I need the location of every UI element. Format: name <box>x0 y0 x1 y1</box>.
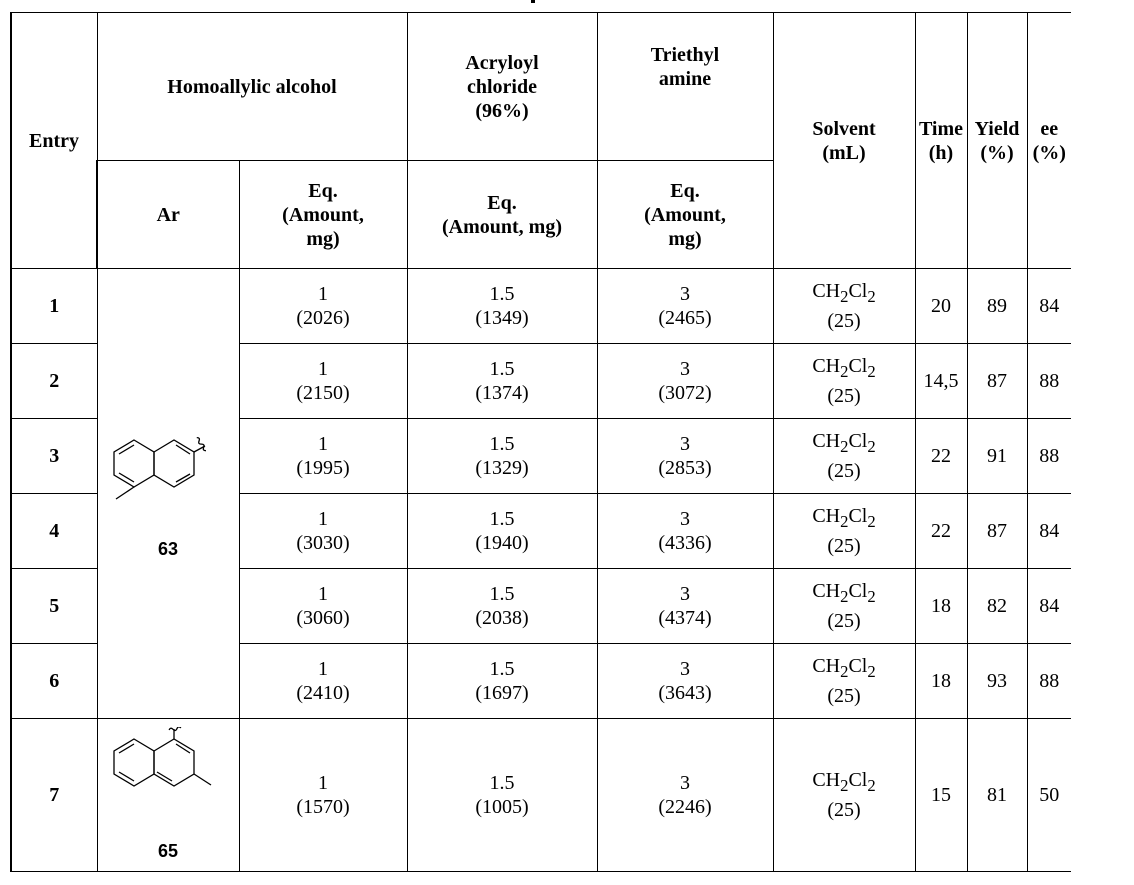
acryloyl-eq-cell: 1.5(1329) <box>406 418 598 494</box>
triethylamine-eq-cell: 3(4336) <box>596 493 774 569</box>
acryloyl-eq-cell: 1.5(2038) <box>406 568 598 644</box>
triethylamine-eq-cell: 3(2465) <box>596 268 774 344</box>
ee-cell: 84 <box>1026 493 1071 569</box>
yield-cell: 87 <box>966 493 1028 569</box>
header-ar: Ar <box>96 160 240 269</box>
entry-cell: 3 <box>10 418 98 494</box>
yield-cell: 81 <box>966 718 1028 872</box>
header-alcohol-eq: Eq.(Amount,mg) <box>238 160 408 269</box>
alcohol-eq-cell: 1(2026) <box>238 268 408 344</box>
ar-cell-65: 65 <box>96 718 240 872</box>
triethylamine-eq-cell: 3(4374) <box>596 568 774 644</box>
acryloyl-eq-cell: 1.5(1697) <box>406 643 598 719</box>
alcohol-eq-cell: 1(1570) <box>238 718 408 872</box>
solvent-cell: CH2Cl2(25) <box>772 493 916 569</box>
acryloyl-eq-cell: 1.5(1349) <box>406 268 598 344</box>
naphthyl-methyl-structure-icon <box>113 436 206 500</box>
solvent-cell: CH2Cl2(25) <box>772 718 916 872</box>
ee-cell: 88 <box>1026 343 1071 419</box>
alcohol-eq-cell: 1(3030) <box>238 493 408 569</box>
triethylamine-eq-cell: 3(3072) <box>596 343 774 419</box>
header-homoallylic-alcohol: Homoallylic alcohol <box>96 12 408 161</box>
compound-label: 63 <box>157 538 179 559</box>
header-acryloyl-eq: Eq.(Amount, mg) <box>406 160 598 269</box>
entry-cell: 4 <box>10 493 98 569</box>
yield-cell: 87 <box>966 343 1028 419</box>
solvent-cell: CH2Cl2(25) <box>772 643 916 719</box>
header-yield: Yield(%) <box>966 12 1028 269</box>
solvent-cell: CH2Cl2(25) <box>772 418 916 494</box>
yield-cell: 93 <box>966 643 1028 719</box>
solvent-cell: CH2Cl2(25) <box>772 568 916 644</box>
table-row: 3 1(1995) 1.5(1329) 3(2853) CH2Cl2(25) 2… <box>10 418 1071 494</box>
ee-cell: 50 <box>1026 718 1071 872</box>
table-row: 7 65 1(1570) <box>10 718 1071 872</box>
alcohol-eq-cell: 1(1995) <box>238 418 408 494</box>
time-cell: 15 <box>914 718 968 872</box>
time-cell: 14,5 <box>914 343 968 419</box>
yield-cell: 89 <box>966 268 1028 344</box>
alcohol-eq-cell: 1(3060) <box>238 568 408 644</box>
alcohol-eq-cell: 1(2410) <box>238 643 408 719</box>
ee-cell: 84 <box>1026 268 1071 344</box>
table-row: 6 1(2410) 1.5(1697) 3(3643) CH2Cl2(25) 1… <box>10 643 1071 719</box>
header-triethylamine-eq: Eq.(Amount,mg) <box>596 160 773 269</box>
time-cell: 20 <box>914 268 968 344</box>
acryloyl-eq-cell: 1.5(1374) <box>406 343 598 419</box>
entry-cell: 6 <box>10 643 98 719</box>
table-row: 1 63 1(2026) <box>10 268 1071 719</box>
naphthyl-methyl-structure-icon <box>113 727 212 787</box>
ee-cell: 88 <box>1026 643 1071 719</box>
time-cell: 18 <box>914 643 968 719</box>
triethylamine-eq-cell: 3(3643) <box>596 643 774 719</box>
solvent-cell: CH2Cl2(25) <box>772 268 916 344</box>
table-row: 4 1(3030) 1.5(1940) 3(4336) CH2Cl2(25) 2… <box>10 493 1071 569</box>
triethylamine-eq-cell: 3(2853) <box>596 418 774 494</box>
compound-label: 65 <box>157 841 179 861</box>
time-cell: 18 <box>914 568 968 644</box>
ee-cell: 88 <box>1026 418 1071 494</box>
time-cell: 22 <box>914 418 968 494</box>
alcohol-eq-cell: 1(2150) <box>238 343 408 419</box>
time-cell: 22 <box>914 493 968 569</box>
acryloyl-eq-cell: 1.5(1005) <box>406 718 598 872</box>
yield-cell: 82 <box>966 568 1028 644</box>
entry-cell: 2 <box>10 343 98 419</box>
header-entry: Entry <box>10 12 98 269</box>
triethylamine-eq-cell: 3(2246) <box>596 718 774 872</box>
header-time: Time(h) <box>914 12 968 269</box>
acryloyl-eq-cell: 1.5(1940) <box>406 493 598 569</box>
ee-cell: 84 <box>1026 568 1071 644</box>
entry-cell: 7 <box>10 718 98 872</box>
solvent-cell: CH2Cl2(25) <box>772 343 916 419</box>
table-row: 2 1(2150) 1.5(1374) 3(3072) CH2Cl2(25) 1… <box>10 343 1071 419</box>
entry-cell: 1 <box>10 268 98 344</box>
header-ee: ee(%) <box>1026 12 1071 269</box>
yield-cell: 91 <box>966 418 1028 494</box>
ar-cell-63: 63 <box>96 268 240 719</box>
header-solvent: Solvent(mL) <box>772 12 916 269</box>
top-edge-fragment <box>531 0 535 3</box>
entry-cell: 5 <box>10 568 98 644</box>
header-row-2: Ar Eq.(Amount,mg) Eq.(Amount, mg) Eq.(Am… <box>11 160 1071 269</box>
